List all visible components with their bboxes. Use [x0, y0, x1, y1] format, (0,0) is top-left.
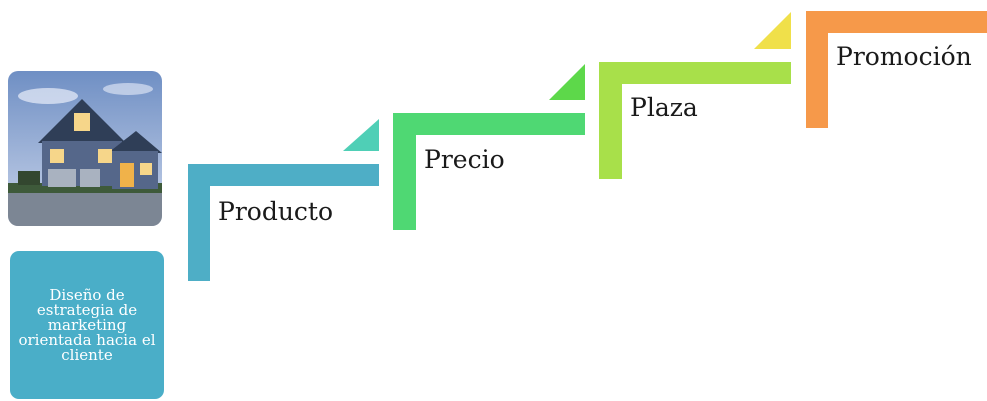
info-box-text: Diseño de estrategia de marketing orient… — [18, 285, 156, 364]
step-accent-triangle — [343, 119, 379, 151]
step-label: Promoción — [836, 42, 972, 71]
step-horizontal-bar — [806, 11, 987, 33]
info-box: Diseño de estrategia de marketing orient… — [10, 251, 164, 399]
step-vertical-bar — [599, 62, 622, 179]
house-icon — [8, 71, 162, 226]
step-horizontal-bar — [188, 164, 379, 186]
step-vertical-bar — [393, 113, 416, 230]
step-horizontal-bar — [599, 62, 791, 84]
step-accent-triangle — [549, 64, 585, 100]
step-label: Plaza — [630, 93, 698, 122]
step-label: Precio — [424, 145, 505, 174]
step-accent-triangle — [754, 12, 791, 49]
step-horizontal-bar — [393, 113, 585, 135]
house-photo — [8, 71, 162, 226]
step-vertical-bar — [806, 11, 828, 128]
step-label: Producto — [218, 197, 334, 226]
step-vertical-bar — [188, 164, 210, 281]
